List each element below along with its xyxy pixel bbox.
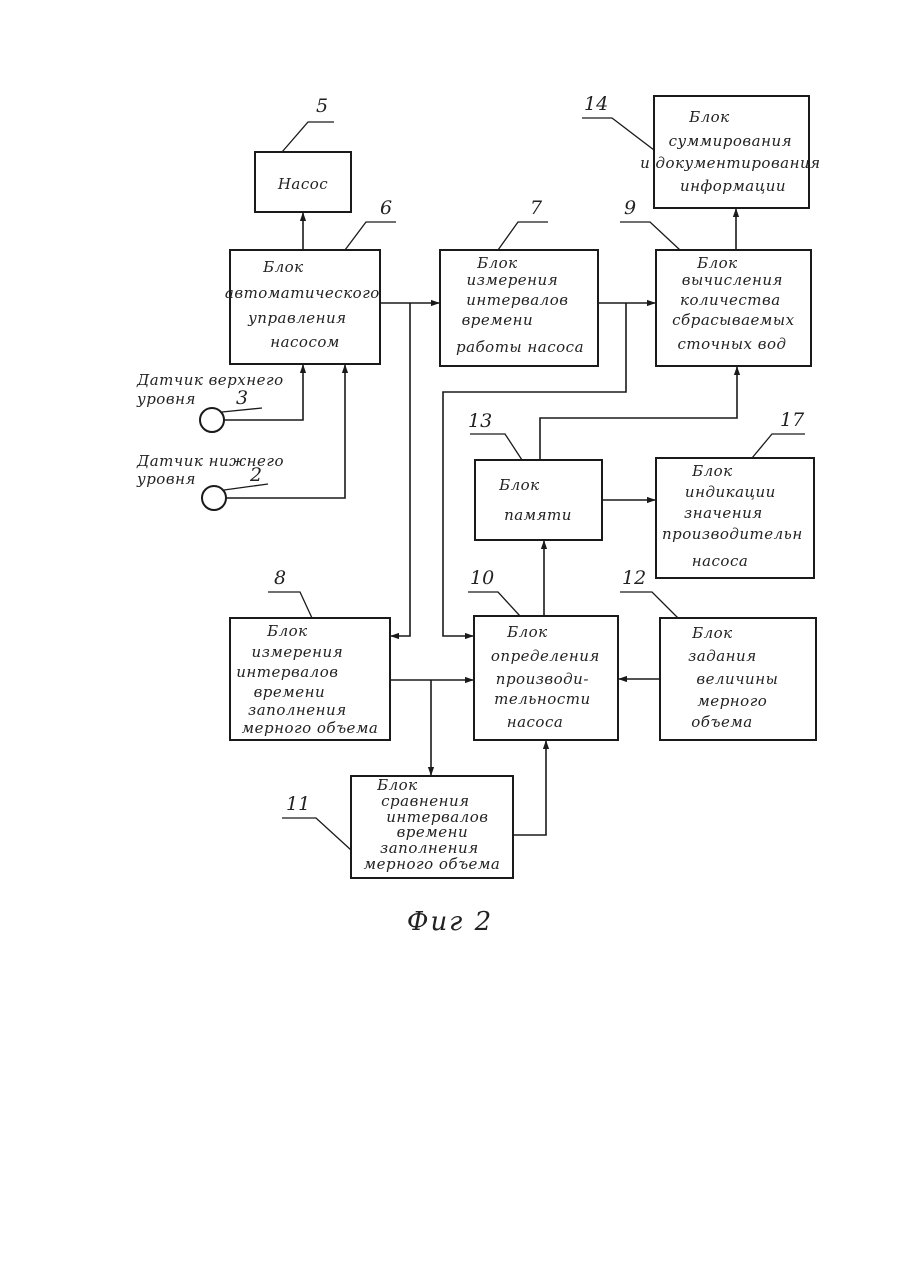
summation-label: Блок суммирования и документирования инф…: [640, 108, 826, 195]
num-7: 7: [530, 197, 543, 219]
lower-sensor-circle: [202, 486, 226, 510]
leader-6: [345, 222, 396, 250]
leader-9: [620, 222, 680, 250]
num-17: 17: [780, 409, 805, 431]
memory-box: [475, 460, 602, 540]
calc-water-label: Блок вычисления количества сбрасываемых …: [672, 254, 800, 353]
upper-sensor-circle: [200, 408, 224, 432]
num-10: 10: [470, 567, 494, 589]
memory-label: Блок памяти: [498, 476, 572, 524]
leader-5: [282, 122, 334, 152]
leader-12: [620, 592, 678, 618]
compare-label: Блок сравнения интервалов времени заполн…: [364, 776, 501, 873]
leader-14: [582, 118, 654, 150]
leader-8: [268, 592, 312, 618]
set-volume-label: Блок задания величины мерного объема: [688, 624, 784, 731]
num-5: 5: [316, 95, 328, 117]
leader-17: [752, 434, 805, 458]
upper-sensor-label: Датчик верхнего уровня: [136, 371, 289, 408]
lower-sensor-label: Датчик нижнего уровня: [136, 452, 289, 488]
num-3: 3: [236, 387, 248, 409]
link-compare-to-determine: [513, 741, 546, 835]
measure-fill-label: Блок измерения интервалов времени заполн…: [236, 622, 378, 737]
auto-control-label: Блок автоматического управления насосом: [225, 258, 385, 351]
num-9: 9: [624, 197, 636, 219]
num-13: 13: [468, 410, 492, 432]
num-8: 8: [274, 567, 286, 589]
measure-work-label: Блок измерения интервалов времени работы…: [456, 254, 584, 356]
num-2: 2: [249, 464, 262, 486]
determine-perf-label: Блок определения производи- тельности на…: [491, 623, 605, 731]
num-12: 12: [622, 567, 646, 589]
indication-label: Блок индикации значения производительн н…: [662, 462, 808, 570]
pump-label: Насос: [277, 175, 328, 193]
num-6: 6: [380, 197, 392, 219]
figure-caption: Фиг 2: [407, 907, 493, 937]
leader-10: [468, 592, 520, 616]
leader-13: [470, 434, 522, 460]
link-control-to-measure-fill: [391, 303, 410, 636]
leader-7: [498, 222, 548, 250]
num-11: 11: [286, 793, 310, 815]
link-memory-to-calc: [540, 367, 737, 460]
leader-11: [282, 818, 351, 850]
num-14: 14: [584, 93, 608, 115]
